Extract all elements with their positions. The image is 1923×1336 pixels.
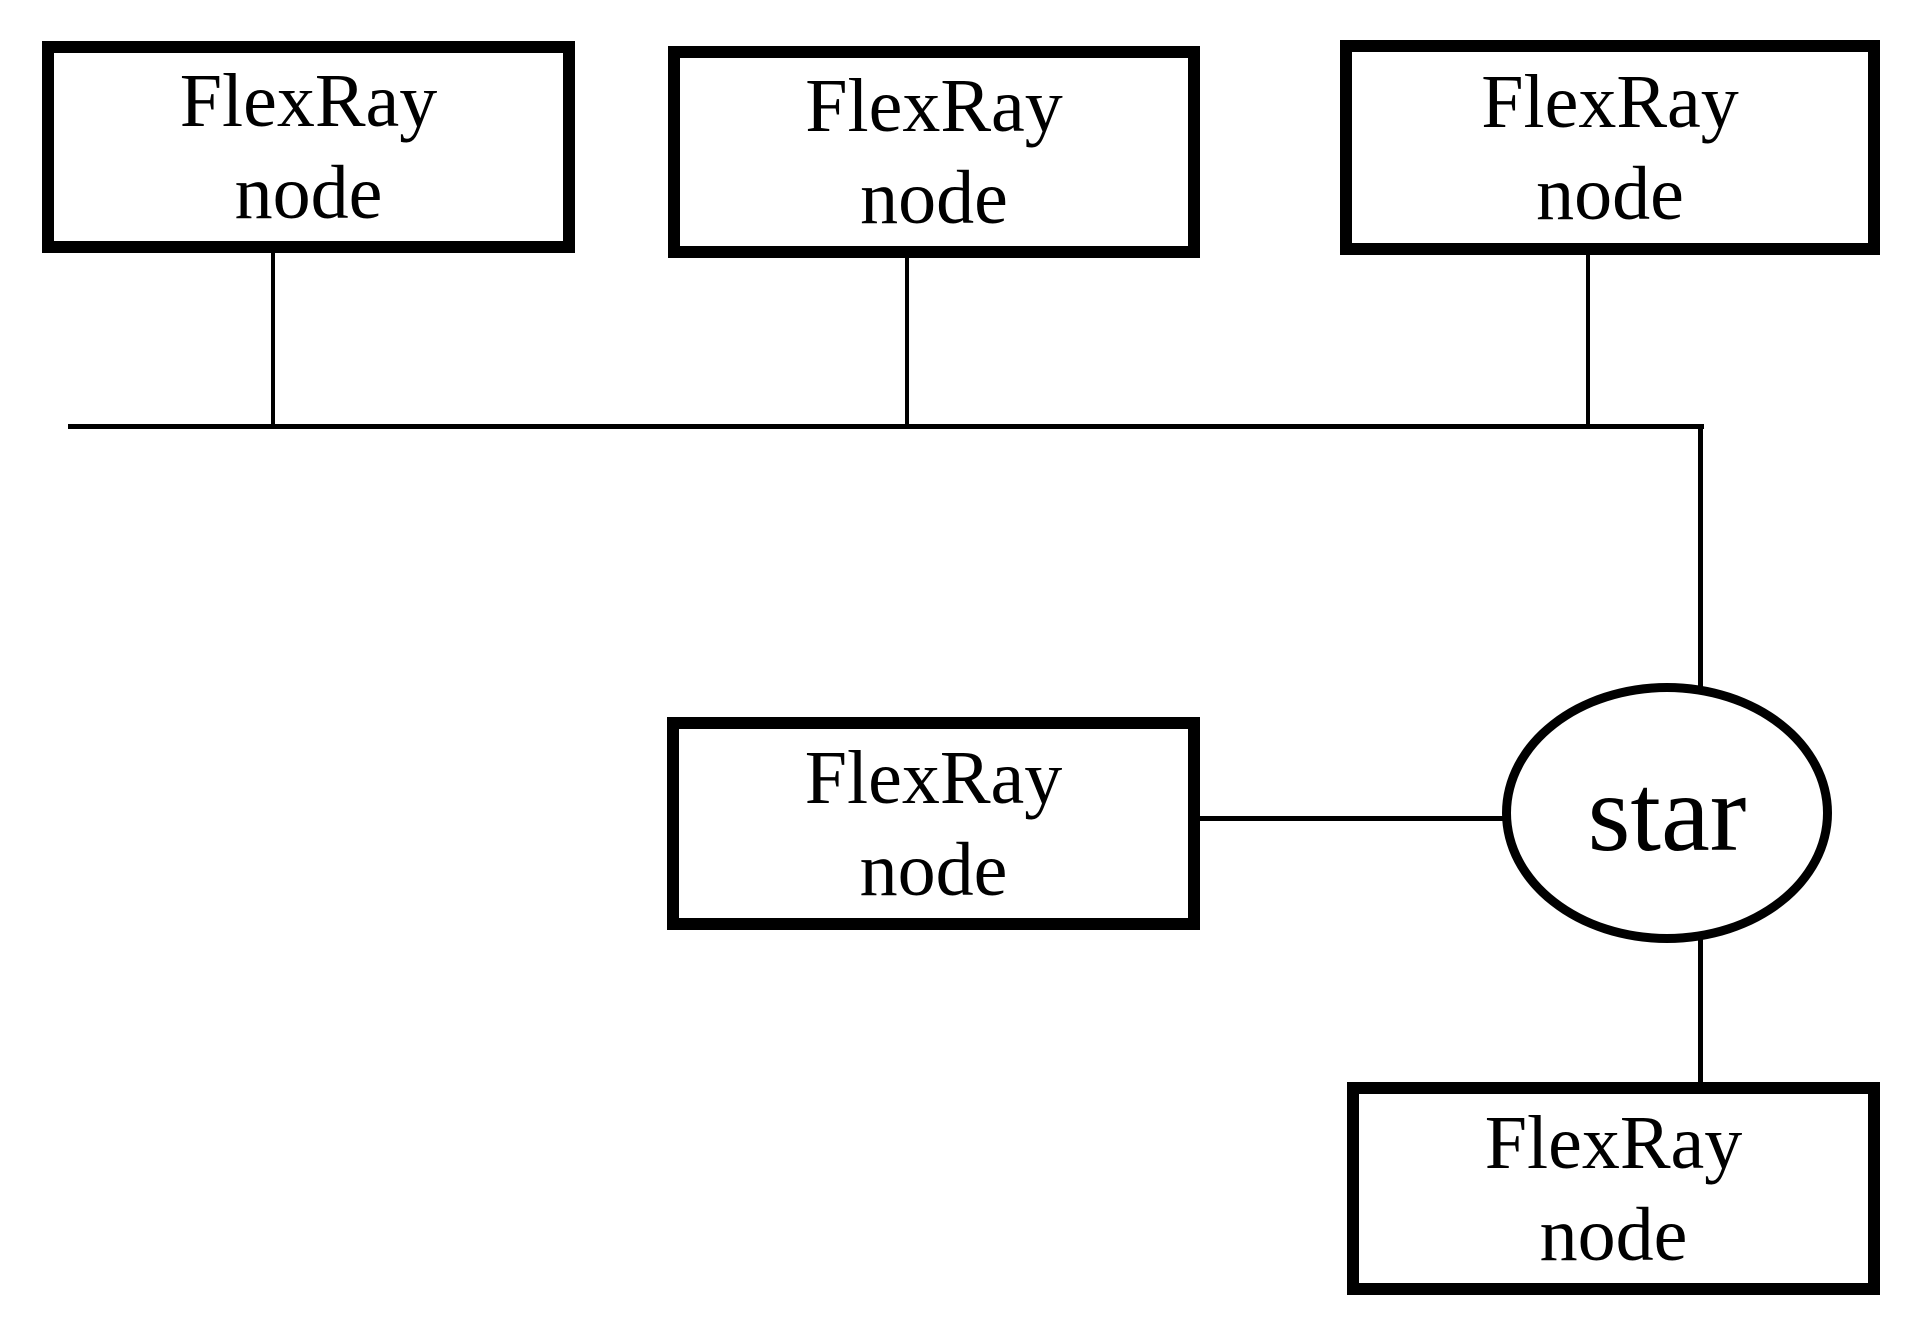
connector-middle-node-to-star <box>1198 816 1506 821</box>
connector-node3-to-bus <box>1586 252 1590 427</box>
node-label-line1: FlexRay <box>1484 1100 1743 1185</box>
star-hub-label: star <box>1587 752 1747 874</box>
connector-bus-to-star <box>1698 424 1703 690</box>
node-label-line1: FlexRay <box>804 735 1063 820</box>
flexray-node-box-middle: FlexRay node <box>667 717 1200 930</box>
node-label-line2: node <box>1539 1192 1688 1277</box>
node-label-line2: node <box>1536 151 1684 236</box>
node-label-line1: FlexRay <box>1481 59 1739 144</box>
node-label-line2: node <box>860 156 1008 240</box>
node-label-line2: node <box>234 151 383 235</box>
connector-node1-to-bus <box>271 250 275 427</box>
bus-line <box>68 424 1704 429</box>
connector-star-to-bottom-node <box>1698 936 1703 1086</box>
flexray-node-box-bottom: FlexRay node <box>1347 1082 1880 1295</box>
flexray-node-box-top-left: FlexRay node <box>42 41 575 253</box>
node-label-line2: node <box>859 827 1008 912</box>
flexray-node-box-top-right: FlexRay node <box>1340 40 1880 255</box>
node-label-line1: FlexRay <box>179 59 438 143</box>
connector-node2-to-bus <box>905 255 909 427</box>
star-hub-ellipse: star <box>1502 683 1832 943</box>
node-label-line1: FlexRay <box>805 64 1063 148</box>
flexray-node-box-top-middle: FlexRay node <box>668 46 1200 258</box>
